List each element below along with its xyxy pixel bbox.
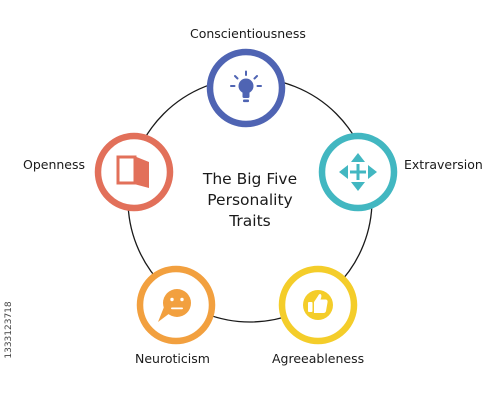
label-agreeableness: Agreeableness (272, 351, 365, 366)
thumbs-up-icon (303, 290, 333, 320)
stock-id-text: 1333123718 (4, 301, 14, 359)
lightbulb-icon (230, 70, 262, 103)
four-arrows-icon (339, 153, 377, 191)
title-line-1: The Big Five (202, 170, 298, 188)
title-line-2: Personality (207, 191, 293, 209)
stock-id-watermark: 1333123718 (2, 268, 16, 392)
open-door-icon (116, 155, 149, 188)
node-neuroticism (136, 265, 216, 345)
neutral-speech-face-icon (158, 289, 191, 322)
label-extraversion: Extraversion (404, 157, 483, 172)
label-openness: Openness (23, 157, 86, 172)
node-conscientiousness (206, 48, 286, 128)
title-line-3: Traits (229, 212, 271, 230)
label-conscientiousness: Conscientiousness (190, 26, 306, 41)
node-agreeableness (278, 265, 358, 345)
label-neuroticism: Neuroticism (135, 351, 210, 366)
node-extraversion (318, 132, 398, 212)
node-openness (94, 132, 174, 212)
